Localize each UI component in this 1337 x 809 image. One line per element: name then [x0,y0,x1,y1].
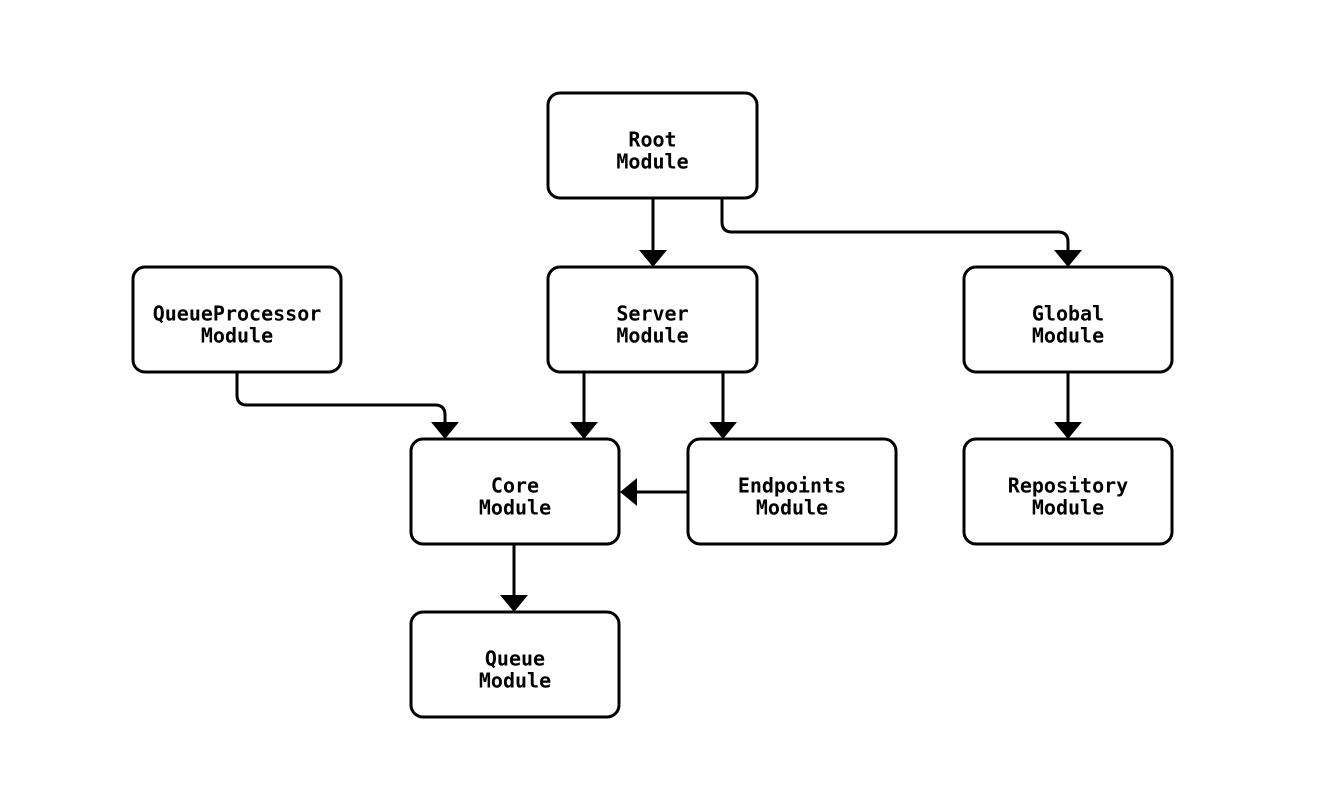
arrowhead-icon [500,595,528,612]
arrowhead-icon [570,422,598,439]
node-box-queue [409,610,621,719]
edge-server-to-endpoints [709,372,737,439]
node-box-repository [962,437,1174,546]
node-box-global [962,265,1174,374]
node-box-server [546,265,759,374]
edge-core-to-queue [500,544,528,612]
edge-root-to-global [720,198,1082,267]
edge-line [235,372,447,425]
node-box-queueprocessor [131,265,343,374]
edge-root-to-server [639,198,667,267]
node-box-root [546,91,759,200]
arrowhead-icon [431,422,459,439]
arrowhead-icon [639,250,667,267]
edge-queueprocessor-to-core [235,372,459,439]
edge-global-to-repository [1054,372,1082,439]
node-box-endpoints [686,437,898,546]
edge-line [720,198,1070,253]
arrowhead-icon [1054,250,1082,267]
edge-endpoints-to-core [620,478,688,506]
node-box-core [409,437,621,546]
arrowhead-icon [1054,422,1082,439]
arrowhead-icon [709,422,737,439]
edge-server-to-core [570,372,598,439]
arrowhead-icon [620,478,637,506]
